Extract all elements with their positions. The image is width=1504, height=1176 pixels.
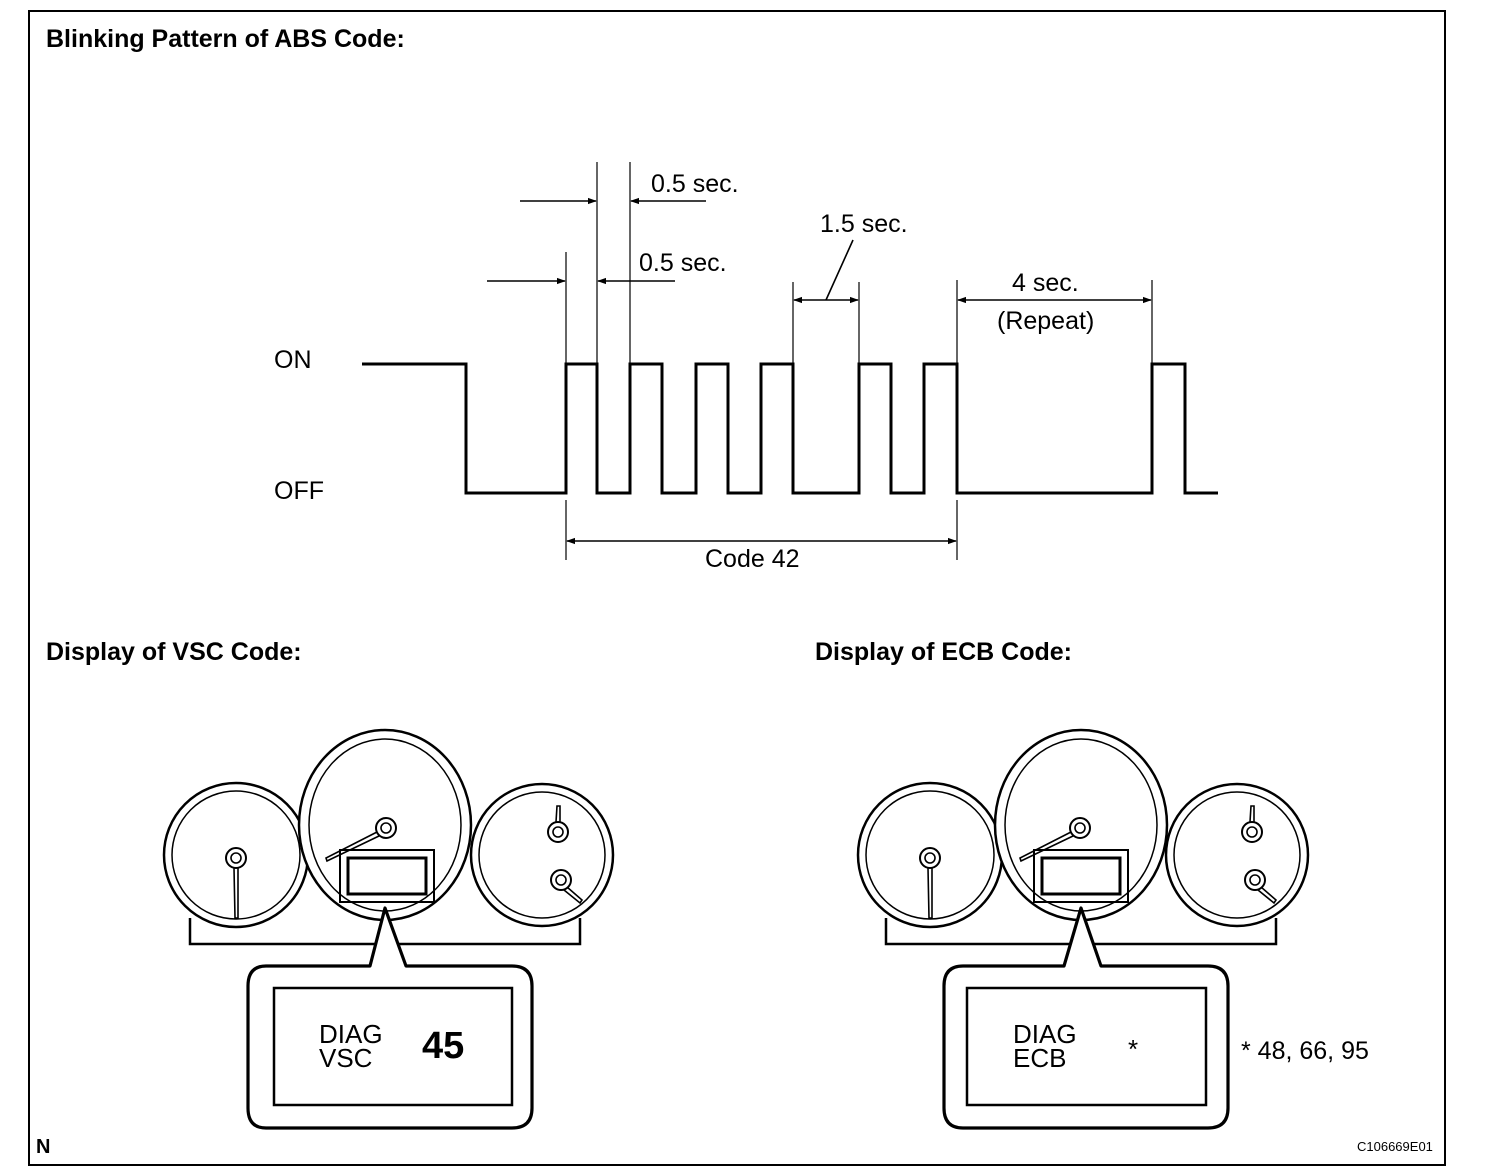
on-label: ON <box>274 346 312 374</box>
figure-frame <box>28 10 1446 1166</box>
vsc-display-line2: VSC <box>319 1043 373 1073</box>
off-label: OFF <box>274 477 324 505</box>
ecb-title: Display of ECB Code: <box>815 638 1072 666</box>
ecb-display-line2: ECB <box>1013 1043 1067 1073</box>
vsc-callout <box>246 906 534 1130</box>
vsc-title: Display of VSC Code: <box>46 638 302 666</box>
ecb-gauge-needles <box>919 805 1278 919</box>
vsc-display-line1: DIAG <box>319 1019 383 1049</box>
ecb-display-code: * <box>1128 1034 1139 1064</box>
vsc-instrument-cluster <box>162 728 615 946</box>
dim-label-1-5: 1.5 sec. <box>820 210 908 238</box>
dim-label-4: 4 sec. <box>1012 269 1079 297</box>
abs-title: Blinking Pattern of ABS Code: <box>46 25 405 53</box>
dim-label-0-5-top: 0.5 sec. <box>651 170 739 198</box>
ecb-instrument-cluster <box>856 728 1310 946</box>
abs-waveform <box>362 362 1218 495</box>
dimension-arrows <box>487 197 1152 545</box>
ecb-display-line1: DIAG <box>1013 1019 1077 1049</box>
figure-id: C106669E01 <box>1357 1139 1433 1154</box>
ecb-callout <box>942 906 1230 1130</box>
code-42-label: Code 42 <box>705 545 800 573</box>
repeat-label: (Repeat) <box>997 307 1095 335</box>
corner-letter: N <box>36 1136 51 1158</box>
ecb-footnote: * 48, 66, 95 <box>1241 1037 1369 1065</box>
vsc-gauge-needles <box>225 805 584 919</box>
dim-label-0-5-lower: 0.5 sec. <box>639 249 727 277</box>
dimension-extension-lines <box>565 162 1153 560</box>
vsc-display-code: 45 <box>422 1025 465 1067</box>
